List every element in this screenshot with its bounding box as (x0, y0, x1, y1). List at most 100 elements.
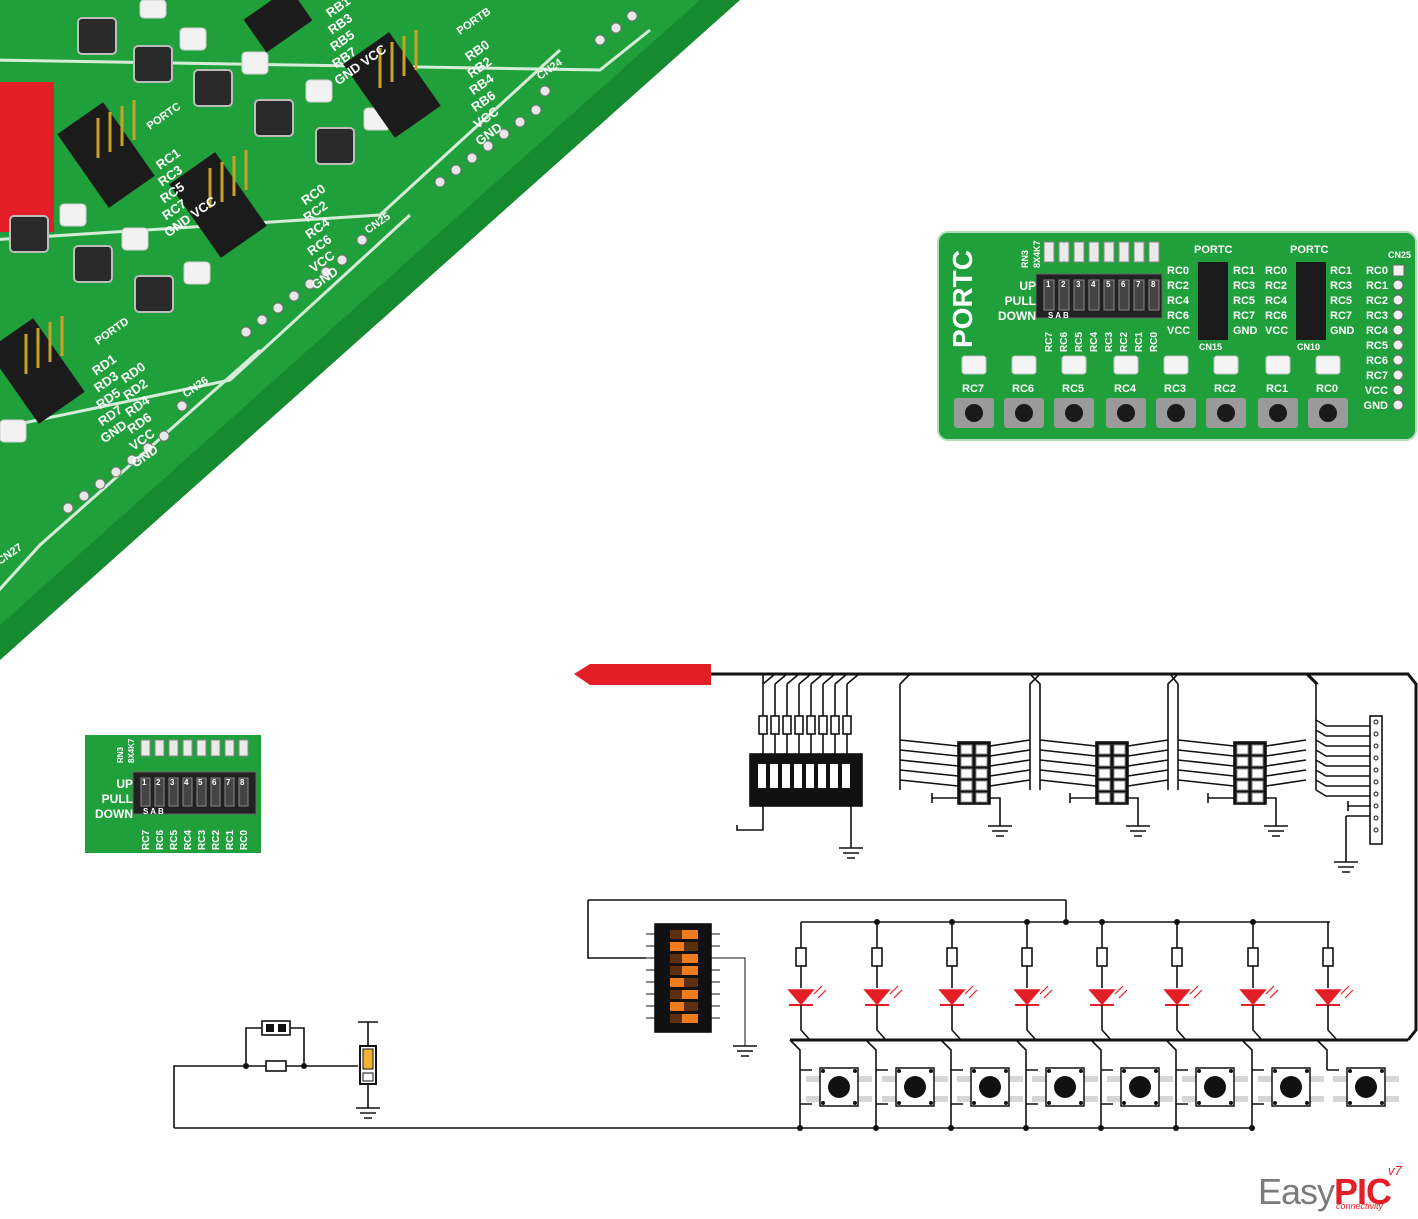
switch-num: 7 (1136, 280, 1141, 289)
switch-num: 2 (1061, 280, 1066, 289)
h2-right: RC3 (1330, 280, 1352, 292)
portc-module-title: PORTC (947, 250, 978, 348)
header1-title: PORTC (1194, 244, 1233, 256)
h1-left: RC4 (1167, 295, 1190, 307)
pull-down-label: DOWN (998, 309, 1036, 323)
zoom-pin: RC4 (183, 830, 194, 850)
switch-pin: RC2 (1119, 332, 1130, 352)
h1-right: RC5 (1233, 295, 1255, 307)
h1-left: RC0 (1167, 265, 1189, 277)
zoom-pin: RC5 (169, 830, 180, 850)
zoom-switch-num: 7 (226, 778, 231, 787)
btn-label: RC6 (1012, 383, 1034, 395)
switch-num: 4 (1091, 280, 1096, 289)
switch-pin: RC3 (1104, 332, 1115, 352)
photo-headers (0, 0, 441, 424)
h1-left: RC2 (1167, 280, 1189, 292)
switch-pin: RC6 (1059, 332, 1070, 352)
pull-resistors (758, 715, 852, 735)
h1-left: VCC (1167, 325, 1190, 337)
zoom-switch-num: 6 (212, 778, 217, 787)
zoom-switch-num: 3 (170, 778, 175, 787)
logo-word-pic: PIC (1334, 1171, 1392, 1212)
header1-block[interactable] (1198, 262, 1228, 340)
zoom-switch-num: 1 (142, 778, 147, 787)
pull-up-label: UP (1019, 279, 1036, 293)
zoom-dip-switch[interactable] (132, 771, 257, 815)
btn-label: RC1 (1266, 383, 1288, 395)
h1-left: RC6 (1167, 310, 1189, 322)
right-pin: RC7 (1366, 370, 1388, 382)
switch-pin: RC1 (1134, 332, 1145, 352)
module-leds (961, 355, 1341, 375)
photo-labels: RB1 RB3 RB5 RB7 GND VCC RB0 RB2 RB4 RB6 … (0, 0, 565, 567)
zoom-pull-down: DOWN (95, 807, 133, 821)
zoom-switch-num: 8 (240, 778, 245, 787)
pull-label: PULL (1005, 294, 1036, 308)
zoom-pin: RC0 (239, 830, 250, 850)
btn-label: RC5 (1062, 383, 1084, 395)
h1-right: RC3 (1233, 280, 1255, 292)
zoom-switch-num: 4 (184, 778, 189, 787)
zoom-switch-num: 2 (156, 778, 161, 787)
zoom-sab: S A B (143, 807, 164, 816)
logo-word-easy: Easy (1258, 1171, 1335, 1212)
switch-num: 3 (1076, 280, 1081, 289)
zoom-pull: PULL (102, 792, 133, 806)
easypic-logo: EasyPIC v7 connectivity (1250, 1163, 1410, 1213)
zoom-pin: RC7 (141, 830, 152, 850)
btn-label: RC7 (962, 383, 984, 395)
btn-label: RC3 (1164, 383, 1186, 395)
switch-pin: RC4 (1089, 332, 1100, 352)
board-photo: RB1 RB3 RB5 RB7 GND VCC RB0 RB2 RB4 RB6 … (0, 0, 740, 660)
right-pin: RC2 (1366, 295, 1388, 307)
zoom-pin: RC3 (197, 830, 208, 850)
h1-right: RC7 (1233, 310, 1255, 322)
rn-value: 8X4K7 (1032, 240, 1042, 268)
right-pin: RC0 (1366, 265, 1388, 277)
h2-right: RC5 (1330, 295, 1352, 307)
switch-pin: RC5 (1074, 332, 1085, 352)
zoom-pin: RC1 (225, 830, 236, 850)
schematic-buttons (806, 1067, 1399, 1107)
right-pin: RC5 (1366, 340, 1388, 352)
btn-label: RC2 (1214, 383, 1236, 395)
right-pin: GND (1364, 400, 1389, 412)
rn-block (1043, 241, 1160, 263)
switch-num: 8 (1151, 280, 1156, 289)
photo-buttons (9, 17, 355, 313)
led-symbols (787, 985, 1354, 1006)
portc-module: PORTC RN3 8X4K7 1 2 3 4 5 6 7 8 S A B UP… (937, 231, 1417, 441)
switch-pin: RC0 (1149, 332, 1160, 352)
zoom-pin: RC6 (155, 830, 166, 850)
header2-block[interactable] (1296, 262, 1326, 340)
right-pin: RC6 (1366, 355, 1388, 367)
right-pin: VCC (1365, 385, 1388, 397)
cn-right: CN25 (1388, 250, 1411, 260)
right-pin: RC1 (1366, 280, 1388, 292)
zoom-switch-num: 5 (198, 778, 203, 787)
btn-label: RC4 (1114, 383, 1137, 395)
h2-left: VCC (1265, 325, 1288, 337)
bias-resistor (265, 1060, 287, 1072)
zoom-pull-up: UP (116, 777, 133, 791)
zoom-pin: RC2 (211, 830, 222, 850)
switch-num: 5 (1106, 280, 1111, 289)
right-pin: RC4 (1366, 325, 1389, 337)
header2-title: PORTC (1290, 244, 1329, 256)
schematic-headers (957, 741, 1267, 805)
h1-right: RC1 (1233, 265, 1255, 277)
zoom-rn-value: 8X4K7 (127, 738, 136, 763)
logo-tagline: connectivity (1336, 1201, 1384, 1211)
h2-left: RC6 (1265, 310, 1287, 322)
h2-right: GND (1330, 325, 1355, 337)
switch-num: 6 (1121, 280, 1126, 289)
logo-version: v7 (1388, 1163, 1402, 1178)
h2-right: RC1 (1330, 265, 1352, 277)
h2-left: RC2 (1265, 280, 1287, 292)
sab-label: S A B (1048, 311, 1069, 320)
module-buttons[interactable] (954, 398, 1348, 428)
switch-pin: RC7 (1044, 332, 1055, 352)
h2-left: RC4 (1265, 295, 1288, 307)
